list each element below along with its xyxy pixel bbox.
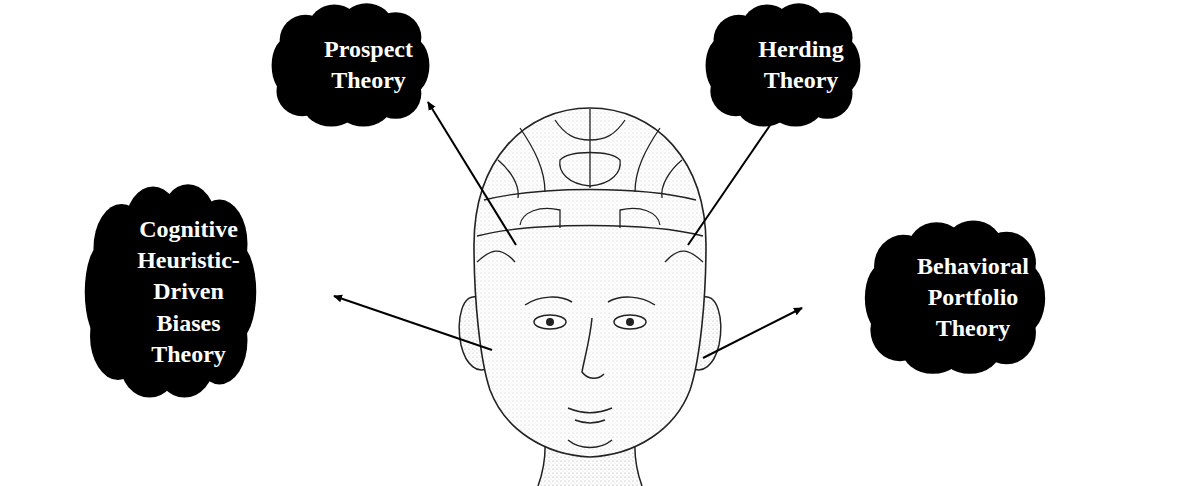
theory-cloud: Prospect Theory <box>270 2 431 129</box>
cloud-shape <box>704 2 862 129</box>
theory-name: Prospect Theory <box>306 34 431 96</box>
cloud-shape <box>270 2 431 129</box>
theory-cloud: Herding Theory <box>704 2 862 129</box>
theory-cloud: Cognitive Heuristic-Driven Biases Theory <box>83 182 258 402</box>
theory-name: Cognitive Heuristic-Driven Biases Theory <box>119 214 258 370</box>
theory-name: Herding Theory <box>740 34 862 96</box>
theory-name: Behavioral Portfolio Theory <box>899 251 1047 345</box>
theory-cloud: Behavioral Portfolio Theory <box>863 219 1047 377</box>
